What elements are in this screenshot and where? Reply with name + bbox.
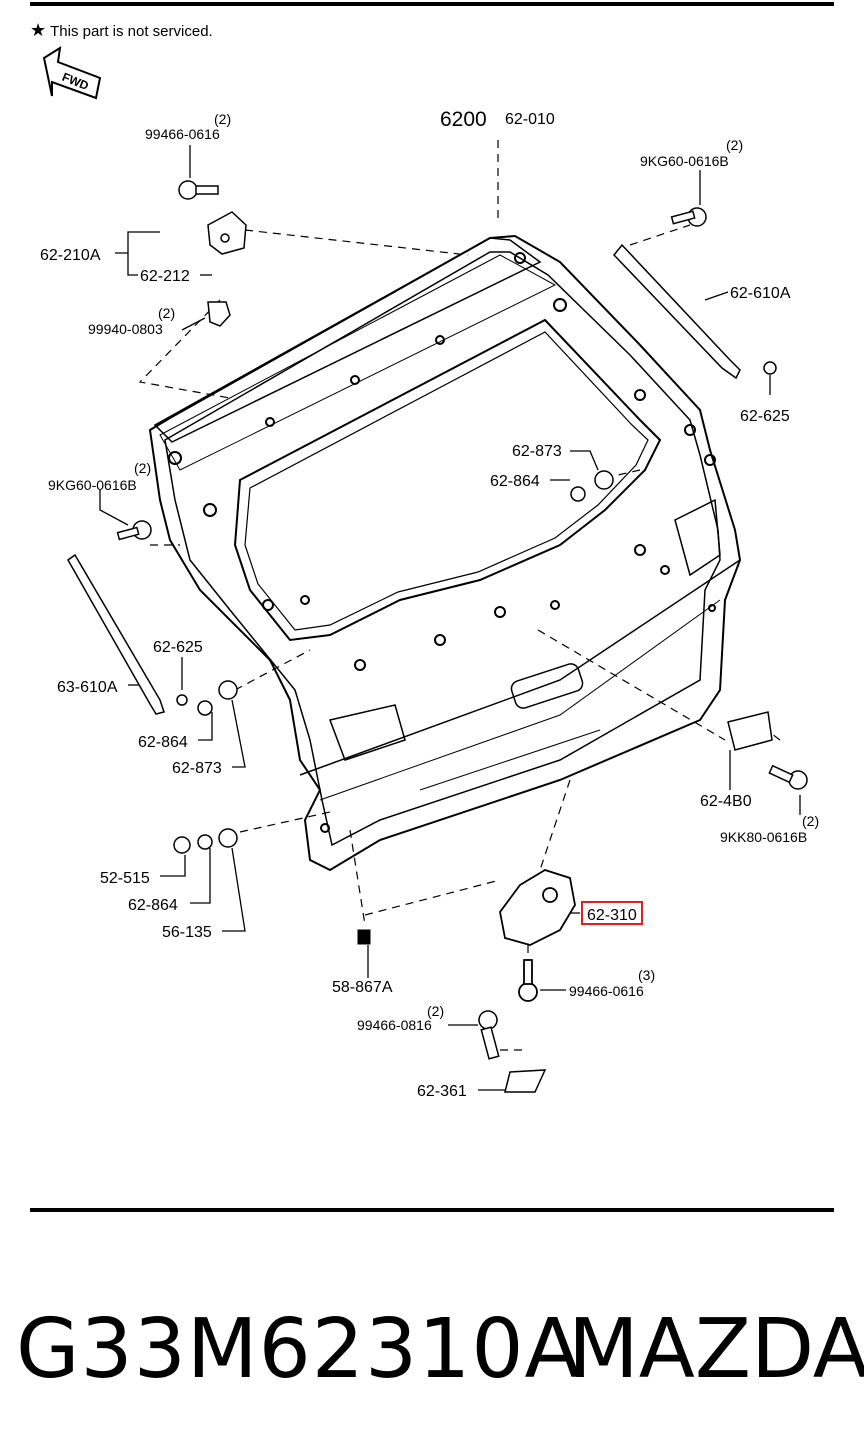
callout-c28: 58-867A <box>332 979 393 996</box>
liftgate-body <box>148 234 742 872</box>
clip-icon <box>357 929 371 945</box>
callout-c26: 56-135 <box>162 924 212 941</box>
callout-c1: 62-210A <box>40 247 101 264</box>
callout-c25: 62-864 <box>128 897 178 914</box>
callout-c17: 62-625 <box>153 639 203 656</box>
bottom-rule <box>30 1208 834 1212</box>
bolt-icon <box>178 180 219 200</box>
callout-c14: 62-864 <box>490 473 540 490</box>
not-serviced-note: ★This part is not serviced. <box>30 20 213 41</box>
callout-c21: 62-4B0 <box>700 793 752 810</box>
callout-c30: (3) <box>638 967 655 983</box>
callout-c29: 99466-0616 <box>569 983 644 999</box>
callout-c10: (2) <box>726 137 743 153</box>
nut-icon <box>207 301 231 327</box>
callout-c27: 62-310 <box>587 907 637 924</box>
callout-c11: 62-610A <box>730 285 791 302</box>
callout-c9: 9KG60-0616B <box>640 153 729 169</box>
hinge-icon <box>207 211 247 255</box>
callout-c3: 99466-0616 <box>145 126 220 142</box>
footer: G33M62310A MAZDA <box>0 1300 864 1410</box>
plug-grommets-icon <box>173 470 614 854</box>
note-text: This part is not serviced. <box>50 23 213 40</box>
part-number: G33M62310A <box>16 1302 582 1397</box>
striker-icon <box>478 1010 547 1093</box>
callout-c2: 62-212 <box>140 268 190 285</box>
gas-strut-left-icon <box>67 520 188 715</box>
callout-c24: 52-515 <box>100 870 150 887</box>
callout-c16: (2) <box>134 460 151 476</box>
leader-lines <box>138 140 781 1051</box>
latch-icon <box>499 869 576 1002</box>
callout-c12: 62-625 <box>740 408 790 425</box>
callout-c8: 62-010 <box>505 111 555 128</box>
callout-c15: 9KG60-0616B <box>48 477 137 493</box>
callout-c20: 62-873 <box>172 760 222 777</box>
top-rule <box>30 2 834 6</box>
callout-c7: 6200 <box>440 108 487 131</box>
callout-c31: 99466-0816 <box>357 1017 432 1033</box>
callout-c22: 9KK80-0616B <box>720 829 807 845</box>
bumper-stop-icon <box>727 711 808 790</box>
callout-c19: 62-864 <box>138 734 188 751</box>
callout-c18: 63-610A <box>57 679 118 696</box>
callout-c5: 99940-0803 <box>88 321 163 337</box>
callout-c32: (2) <box>427 1003 444 1019</box>
callout-c13: 62-873 <box>512 443 562 460</box>
star-icon: ★ <box>30 20 47 40</box>
callout-c6: (2) <box>158 305 175 321</box>
callout-c4: (2) <box>214 111 231 127</box>
callout-labels: 62-210A 62-212 99466-0616 (2) 99940-0803… <box>40 108 819 1100</box>
callout-c23: (2) <box>802 813 819 829</box>
highlight-box <box>581 901 643 925</box>
fwd-arrow-icon: FWD <box>42 46 102 100</box>
callout-c33: 62-361 <box>417 1083 467 1100</box>
brand-name: MAZDA <box>568 1302 864 1397</box>
gas-strut-right-icon <box>613 207 777 380</box>
liftgate-parts-diagram: FWD <box>40 46 819 1100</box>
callout-lines <box>99 145 801 1091</box>
